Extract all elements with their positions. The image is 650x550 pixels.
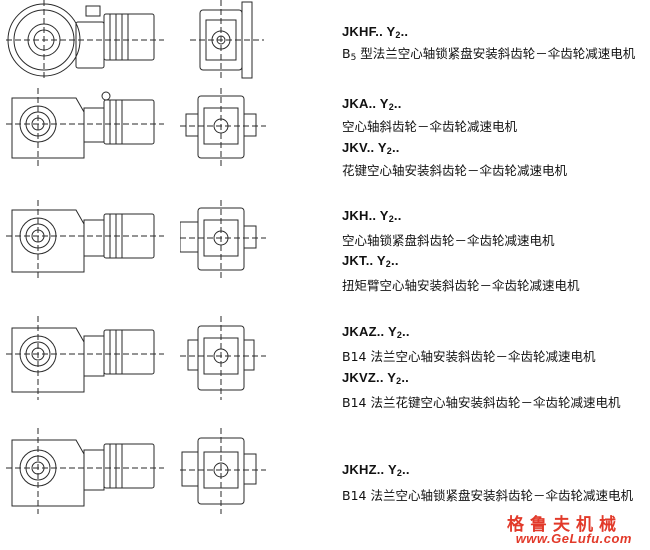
model-description: 空心轴斜齿轮－伞齿轮减速电机 <box>342 119 518 134</box>
model-code: JKV.. Y2.. <box>342 140 400 156</box>
model-code: JKA.. Y2.. <box>342 96 402 112</box>
gearmotor-front-view-drawing <box>180 316 270 400</box>
gearmotor-side-view-drawing <box>6 316 166 400</box>
model-description: 空心轴锁紧盘斜齿轮－伞齿轮减速电机 <box>342 233 555 248</box>
model-code: JKH.. Y2.. <box>342 208 402 224</box>
model-code: JKHF.. Y2.. <box>342 24 409 40</box>
gearmotor-front-view-drawing <box>180 0 270 80</box>
gearmotor-front-view-drawing <box>180 428 270 514</box>
gearmotor-side-view-drawing <box>6 200 166 280</box>
model-description: 花键空心轴安装斜齿轮－伞齿轮减速电机 <box>342 163 568 178</box>
watermark-url: www.GeLufu.com <box>515 531 632 546</box>
model-code: JKT.. Y2.. <box>342 253 399 269</box>
model-description: B14 法兰花键空心轴安装斜齿轮－伞齿轮减速电机 <box>342 395 621 410</box>
gearmotor-side-view-drawing <box>6 0 166 80</box>
model-code: JKAZ.. Y2.. <box>342 324 410 340</box>
model-description: B5 型法兰空心轴锁紧盘安装斜齿轮－伞齿轮减速电机 <box>342 46 636 63</box>
model-description: B14 法兰空心轴安装斜齿轮－伞齿轮减速电机 <box>342 349 596 364</box>
watermark-chinese: 格鲁夫机械 <box>507 515 622 535</box>
gearmotor-front-view-drawing <box>180 200 270 280</box>
gearmotor-side-view-drawing <box>6 88 166 168</box>
model-code: JKVZ.. Y2.. <box>342 370 409 386</box>
model-code: JKHZ.. Y2.. <box>342 462 410 478</box>
model-description: 扭矩臂空心轴安装斜齿轮－伞齿轮减速电机 <box>342 278 580 293</box>
model-description: B14 法兰空心轴锁紧盘安装斜齿轮－伞齿轮减速电机 <box>342 488 633 503</box>
gearmotor-side-view-drawing <box>6 428 166 514</box>
gearmotor-front-view-drawing <box>180 88 270 168</box>
